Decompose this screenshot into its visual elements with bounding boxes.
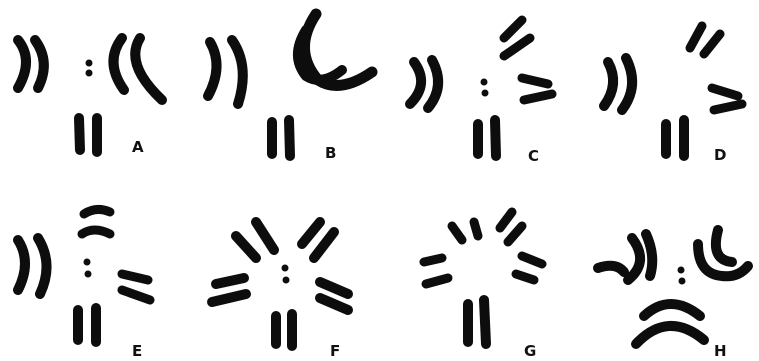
centrosome-dots <box>678 267 686 285</box>
chromosome-pair-bottom-arched <box>636 304 704 344</box>
panel-label-d: D <box>714 146 726 164</box>
chromosome-pair-bottom <box>468 300 486 344</box>
panel-label-e: E <box>132 342 142 360</box>
chromosome-pair-upper-right <box>690 26 720 54</box>
chromosome-pair-left <box>410 60 438 108</box>
chromosome-pair-bottom <box>79 118 97 152</box>
chromosome-pair-left <box>208 40 243 104</box>
chromosome-pair-right <box>320 282 348 310</box>
chromosome-pair-right <box>712 88 742 110</box>
centrosome-dots <box>86 60 93 77</box>
chromosome-pair-bottom <box>478 120 496 156</box>
chromosome-pair-bottom <box>272 120 290 156</box>
panel-h: H <box>598 230 748 360</box>
chromosome-pair-right <box>698 230 748 276</box>
panel-label-a: A <box>132 138 144 156</box>
chromosome-pair-right <box>122 274 150 300</box>
chromosome-pair-upper-right <box>500 212 522 242</box>
panel-g: G <box>424 212 542 360</box>
panel-label-g: G <box>524 342 536 360</box>
panel-c: C <box>410 20 552 165</box>
panel-e: E <box>18 209 150 360</box>
panel-label-f: F <box>330 342 340 360</box>
chromosome-pair-top <box>82 209 110 234</box>
chromosome-pair-upper-right <box>504 20 530 56</box>
chromosome-pair-bottom <box>276 314 292 346</box>
chromosome-pair-upper-left <box>236 222 274 258</box>
panel-b: B <box>208 14 372 162</box>
panel-f: F <box>212 222 348 360</box>
chromosome-pair-right <box>113 38 162 100</box>
chromosome-pair-right <box>516 256 542 280</box>
chromosome-pair-left <box>604 58 632 110</box>
chromosome-pair-left <box>424 258 448 284</box>
chromosome-pair-top <box>452 222 478 240</box>
panel-d: D <box>604 26 742 164</box>
panel-a: A <box>18 38 162 156</box>
chromosome-pair-right <box>298 14 372 85</box>
chromosome-pair-left <box>212 278 246 302</box>
panel-label-b: B <box>325 144 336 162</box>
panel-label-h: H <box>714 342 727 360</box>
chromosome-pair-left <box>598 234 652 280</box>
panel-label-c: C <box>528 147 539 165</box>
chromosome-pair-right <box>522 78 552 100</box>
chromosome-pair-left <box>18 40 44 88</box>
centrosome-dots <box>282 265 290 284</box>
chromosome-pair-bottom <box>78 308 96 342</box>
chromosome-pair-upper-right <box>302 222 334 258</box>
centrosome-dots <box>84 259 92 278</box>
chromosome-pair-left <box>18 238 47 294</box>
centrosome-dots <box>481 79 489 97</box>
chromosome-pair-bottom <box>666 120 684 156</box>
